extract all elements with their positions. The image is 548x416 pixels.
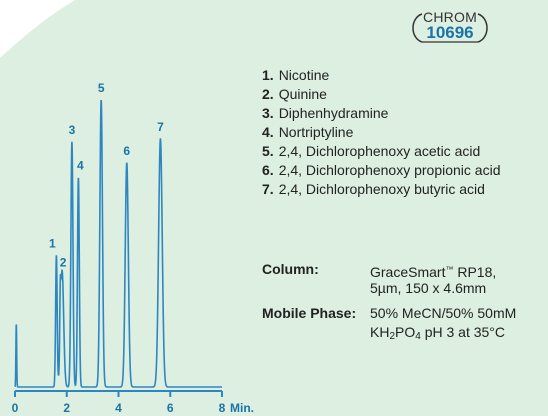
compound-item: 5.2,4, Dichlorophenoxy acetic acid <box>262 142 501 161</box>
compound-list: 1.Nicotine 2.Quinine 3.Diphenhydramine 4… <box>262 66 501 199</box>
compound-number: 1. <box>262 67 274 83</box>
x-tick-label: 4 <box>115 401 122 415</box>
compound-number: 3. <box>262 105 274 121</box>
compound-number: 6. <box>262 162 274 178</box>
x-axis-unit: Min. <box>230 401 254 415</box>
compound-name: Quinine <box>278 86 327 102</box>
compound-name: 2,4, Dichlorophenoxy propionic acid <box>278 162 501 178</box>
compound-item: 4.Nortriptyline <box>262 123 501 142</box>
compound-number: 2. <box>262 86 274 102</box>
compound-item: 3.Diphenhydramine <box>262 104 501 123</box>
chromatogram-trace <box>14 99 222 388</box>
chrom-badge: CHROM 10696 <box>408 8 492 44</box>
buffer-sub-2: 2 <box>389 331 396 342</box>
column-label: Column: <box>262 261 319 277</box>
compound-item: 2.Quinine <box>262 85 501 104</box>
buffer-conditions: pH 3 at 35°C <box>420 324 506 340</box>
mobile-phase-value: 50% MeCN/50% 50mM <box>370 305 517 321</box>
compound-number: 4. <box>262 124 274 140</box>
compound-name: 2,4, Dichlorophenoxy butyric acid <box>278 181 485 197</box>
peak-label-7: 7 <box>157 120 164 134</box>
column-value: GraceSmart™ RP18, <box>370 260 496 282</box>
column-phase: RP18, <box>453 264 497 280</box>
trademark-mark: ™ <box>445 265 454 274</box>
peak-label-6: 6 <box>123 144 130 158</box>
x-tick-label: 8 <box>219 401 226 415</box>
compound-item: 7.2,4, Dichlorophenoxy butyric acid <box>262 180 501 199</box>
compound-number: 5. <box>262 143 274 159</box>
chrom-number: 10696 <box>426 23 474 42</box>
compound-name: Nicotine <box>278 67 330 83</box>
compound-name: Nortriptyline <box>278 124 354 140</box>
mobile-phase-label: Mobile Phase: <box>262 305 357 321</box>
x-tick-label: 2 <box>63 401 70 415</box>
column-brand: GraceSmart <box>370 264 446 280</box>
buffer-sub-4: 4 <box>415 331 421 342</box>
mobile-phase-buffer: KH2PO4 pH 3 at 35°C <box>370 323 505 346</box>
compound-item: 1.Nicotine <box>262 66 501 85</box>
compound-number: 7. <box>262 181 274 197</box>
compound-item: 6.2,4, Dichlorophenoxy propionic acid <box>262 161 501 180</box>
peak-label-2: 2 <box>60 255 67 269</box>
x-tick-label: 0 <box>12 401 19 415</box>
column-dimensions: 5µm, 150 x 4.6mm <box>370 280 487 296</box>
buffer-po: PO <box>395 324 416 340</box>
peak-label-5: 5 <box>98 81 105 95</box>
peak-label-3: 3 <box>69 123 76 137</box>
compound-name: Diphenhydramine <box>278 105 389 121</box>
x-tick-label: 6 <box>167 401 174 415</box>
compound-name: 2,4, Dichlorophenoxy acetic acid <box>278 143 481 159</box>
chrom-word: CHROM <box>423 9 477 25</box>
peak-label-4: 4 <box>77 159 84 173</box>
buffer-kh: KH <box>370 324 390 340</box>
peak-label-1: 1 <box>49 236 56 250</box>
